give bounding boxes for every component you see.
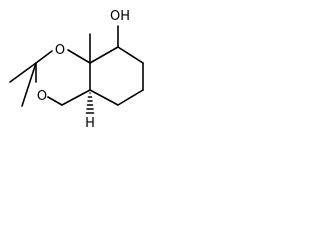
- bond-c8-c8a: [89, 89, 119, 106]
- bond-o1-c8a: [47, 96, 63, 106]
- oxygen-label-upper: O: [55, 43, 65, 58]
- bond-c7-c8: [117, 89, 144, 106]
- molecule-structure: O O OH H: [9, 9, 144, 131]
- hydroxyl-label: OH: [110, 9, 130, 24]
- bond-o3-c2: [35, 50, 53, 64]
- bond-c2-methyl-b: [21, 62, 37, 107]
- hydrogen-label: H: [85, 116, 95, 131]
- oxygen-label-lower: O: [37, 89, 47, 104]
- hashed-bond-h: [85, 92, 95, 114]
- bond-c4-o3: [67, 49, 91, 64]
- bond-c8a-c4a: [61, 89, 91, 106]
- atom-labels: O O OH H: [37, 9, 130, 131]
- bond-c4a-c5: [89, 46, 119, 64]
- bond-c5-c6: [117, 46, 144, 64]
- bond-lines: [9, 25, 144, 114]
- bond-c2-methyl-a: [9, 62, 37, 83]
